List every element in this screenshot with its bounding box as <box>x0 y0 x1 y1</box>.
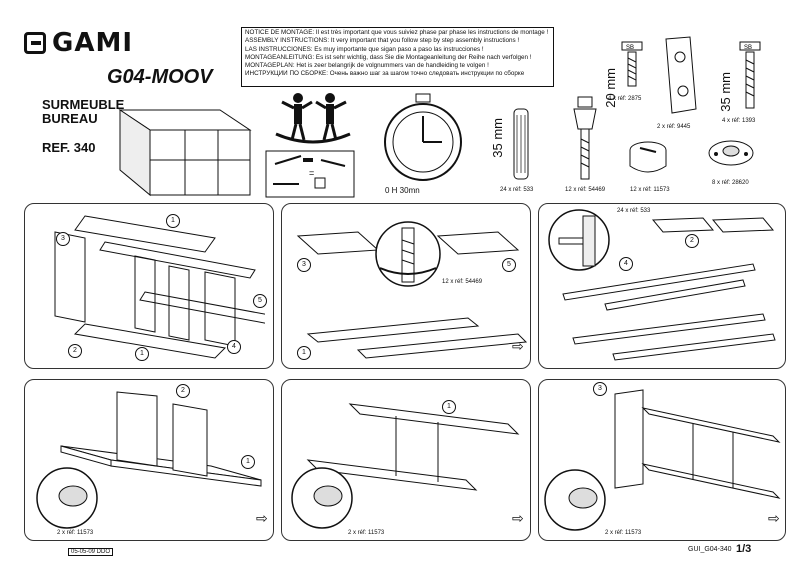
next-arrow-icon: ⇨ <box>256 510 268 526</box>
footer-date: 05-05-09 DDO <box>68 548 114 556</box>
svg-text:SB: SB <box>626 45 634 51</box>
gami-logo-icon <box>24 32 46 54</box>
callout: 1 <box>297 346 311 360</box>
callout: 1 <box>135 347 149 361</box>
callout: 1 <box>241 455 255 469</box>
callout: 2 <box>685 234 699 248</box>
callout: 3 <box>593 382 607 396</box>
step-panel-3: 2 4 24 x réf: 533 <box>538 203 786 369</box>
callout: 3 <box>297 258 311 272</box>
part-qty: 12 x réf: 54469 <box>565 187 606 193</box>
tools-icon: = <box>265 150 355 198</box>
part-qty: 4 x réf: 2875 <box>608 96 642 102</box>
step6-view <box>544 389 781 531</box>
step-panel-1: 1 3 5 2 4 1 <box>24 203 274 369</box>
svg-text:=: = <box>309 168 314 178</box>
svg-text:SB: SB <box>744 45 752 51</box>
model-name: G04-MOOV <box>107 66 213 88</box>
next-arrow-icon: ⇨ <box>512 338 524 354</box>
mounting-plate-icon <box>665 36 697 114</box>
callout: 2 <box>176 384 190 398</box>
disk-fitting-icon <box>708 140 754 166</box>
step2-view <box>296 221 528 359</box>
cam-lock-icon <box>629 141 667 173</box>
callout: 4 <box>619 257 633 271</box>
assembly-time: 0 H 30mn <box>385 186 420 195</box>
stopwatch-icon <box>384 93 462 181</box>
assembly-notice: NOTICE DE MONTAGE: Il est très important… <box>241 27 554 87</box>
next-arrow-icon: ⇨ <box>512 510 524 526</box>
step-hardware: 12 x réf: 54469 <box>442 279 483 285</box>
screw-icon: SB <box>621 41 643 87</box>
step5-view <box>291 403 520 529</box>
cam-bolt-icon <box>573 96 597 180</box>
product-illustration <box>118 109 252 197</box>
part-qty: 8 x réf: 28620 <box>712 180 749 186</box>
step-panel-2: 3 5 1 12 x réf: 54469 <box>281 203 531 369</box>
callout: 3 <box>56 232 70 246</box>
part-dim-35mm-dowel: 35 mm <box>490 118 505 158</box>
callout: 4 <box>227 340 241 354</box>
two-people-icon <box>275 93 351 144</box>
footer-code: GUI_G04-340 <box>688 546 732 553</box>
brand-name: GAMI <box>52 28 134 58</box>
step-panel-5: 1 2 x réf: 11573 <box>281 379 531 541</box>
step-panel-4: 2 1 2 x réf: 11573 <box>24 379 274 541</box>
screw-long-icon: SB <box>739 41 761 109</box>
part-qty: 4 x réf: 1393 <box>722 118 756 124</box>
page-number: 1/3 <box>736 543 752 555</box>
callout: 5 <box>502 258 516 272</box>
callout: 1 <box>442 400 456 414</box>
step-hardware: 2 x réf: 11573 <box>348 530 385 536</box>
brand-logo: GAMI <box>24 28 133 58</box>
step-hardware: 2 x réf: 11573 <box>57 530 94 536</box>
step-hardware: 2 x réf: 11573 <box>605 530 642 536</box>
part-qty: 2 x réf: 9445 <box>657 124 691 130</box>
part-dim-35mm: 35 mm <box>718 72 733 112</box>
product-ref: REF. 340 <box>42 140 96 155</box>
product-name: SURMEUBLE BUREAU <box>42 97 125 126</box>
step-hardware: 24 x réf: 533 <box>617 208 651 214</box>
callout: 5 <box>253 294 267 308</box>
part-qty: 12 x réf: 11573 <box>630 187 670 193</box>
step4-view <box>36 391 262 529</box>
step3-view <box>548 209 776 361</box>
next-arrow-icon: ⇨ <box>768 510 780 526</box>
dowel-icon <box>513 108 529 180</box>
callout: 1 <box>166 214 180 228</box>
step1-exploded-view <box>54 215 265 359</box>
callout: 2 <box>68 344 82 358</box>
part-qty: 24 x réf: 533 <box>500 187 534 193</box>
step-panel-6: 3 2 x réf: 11573 <box>538 379 786 541</box>
